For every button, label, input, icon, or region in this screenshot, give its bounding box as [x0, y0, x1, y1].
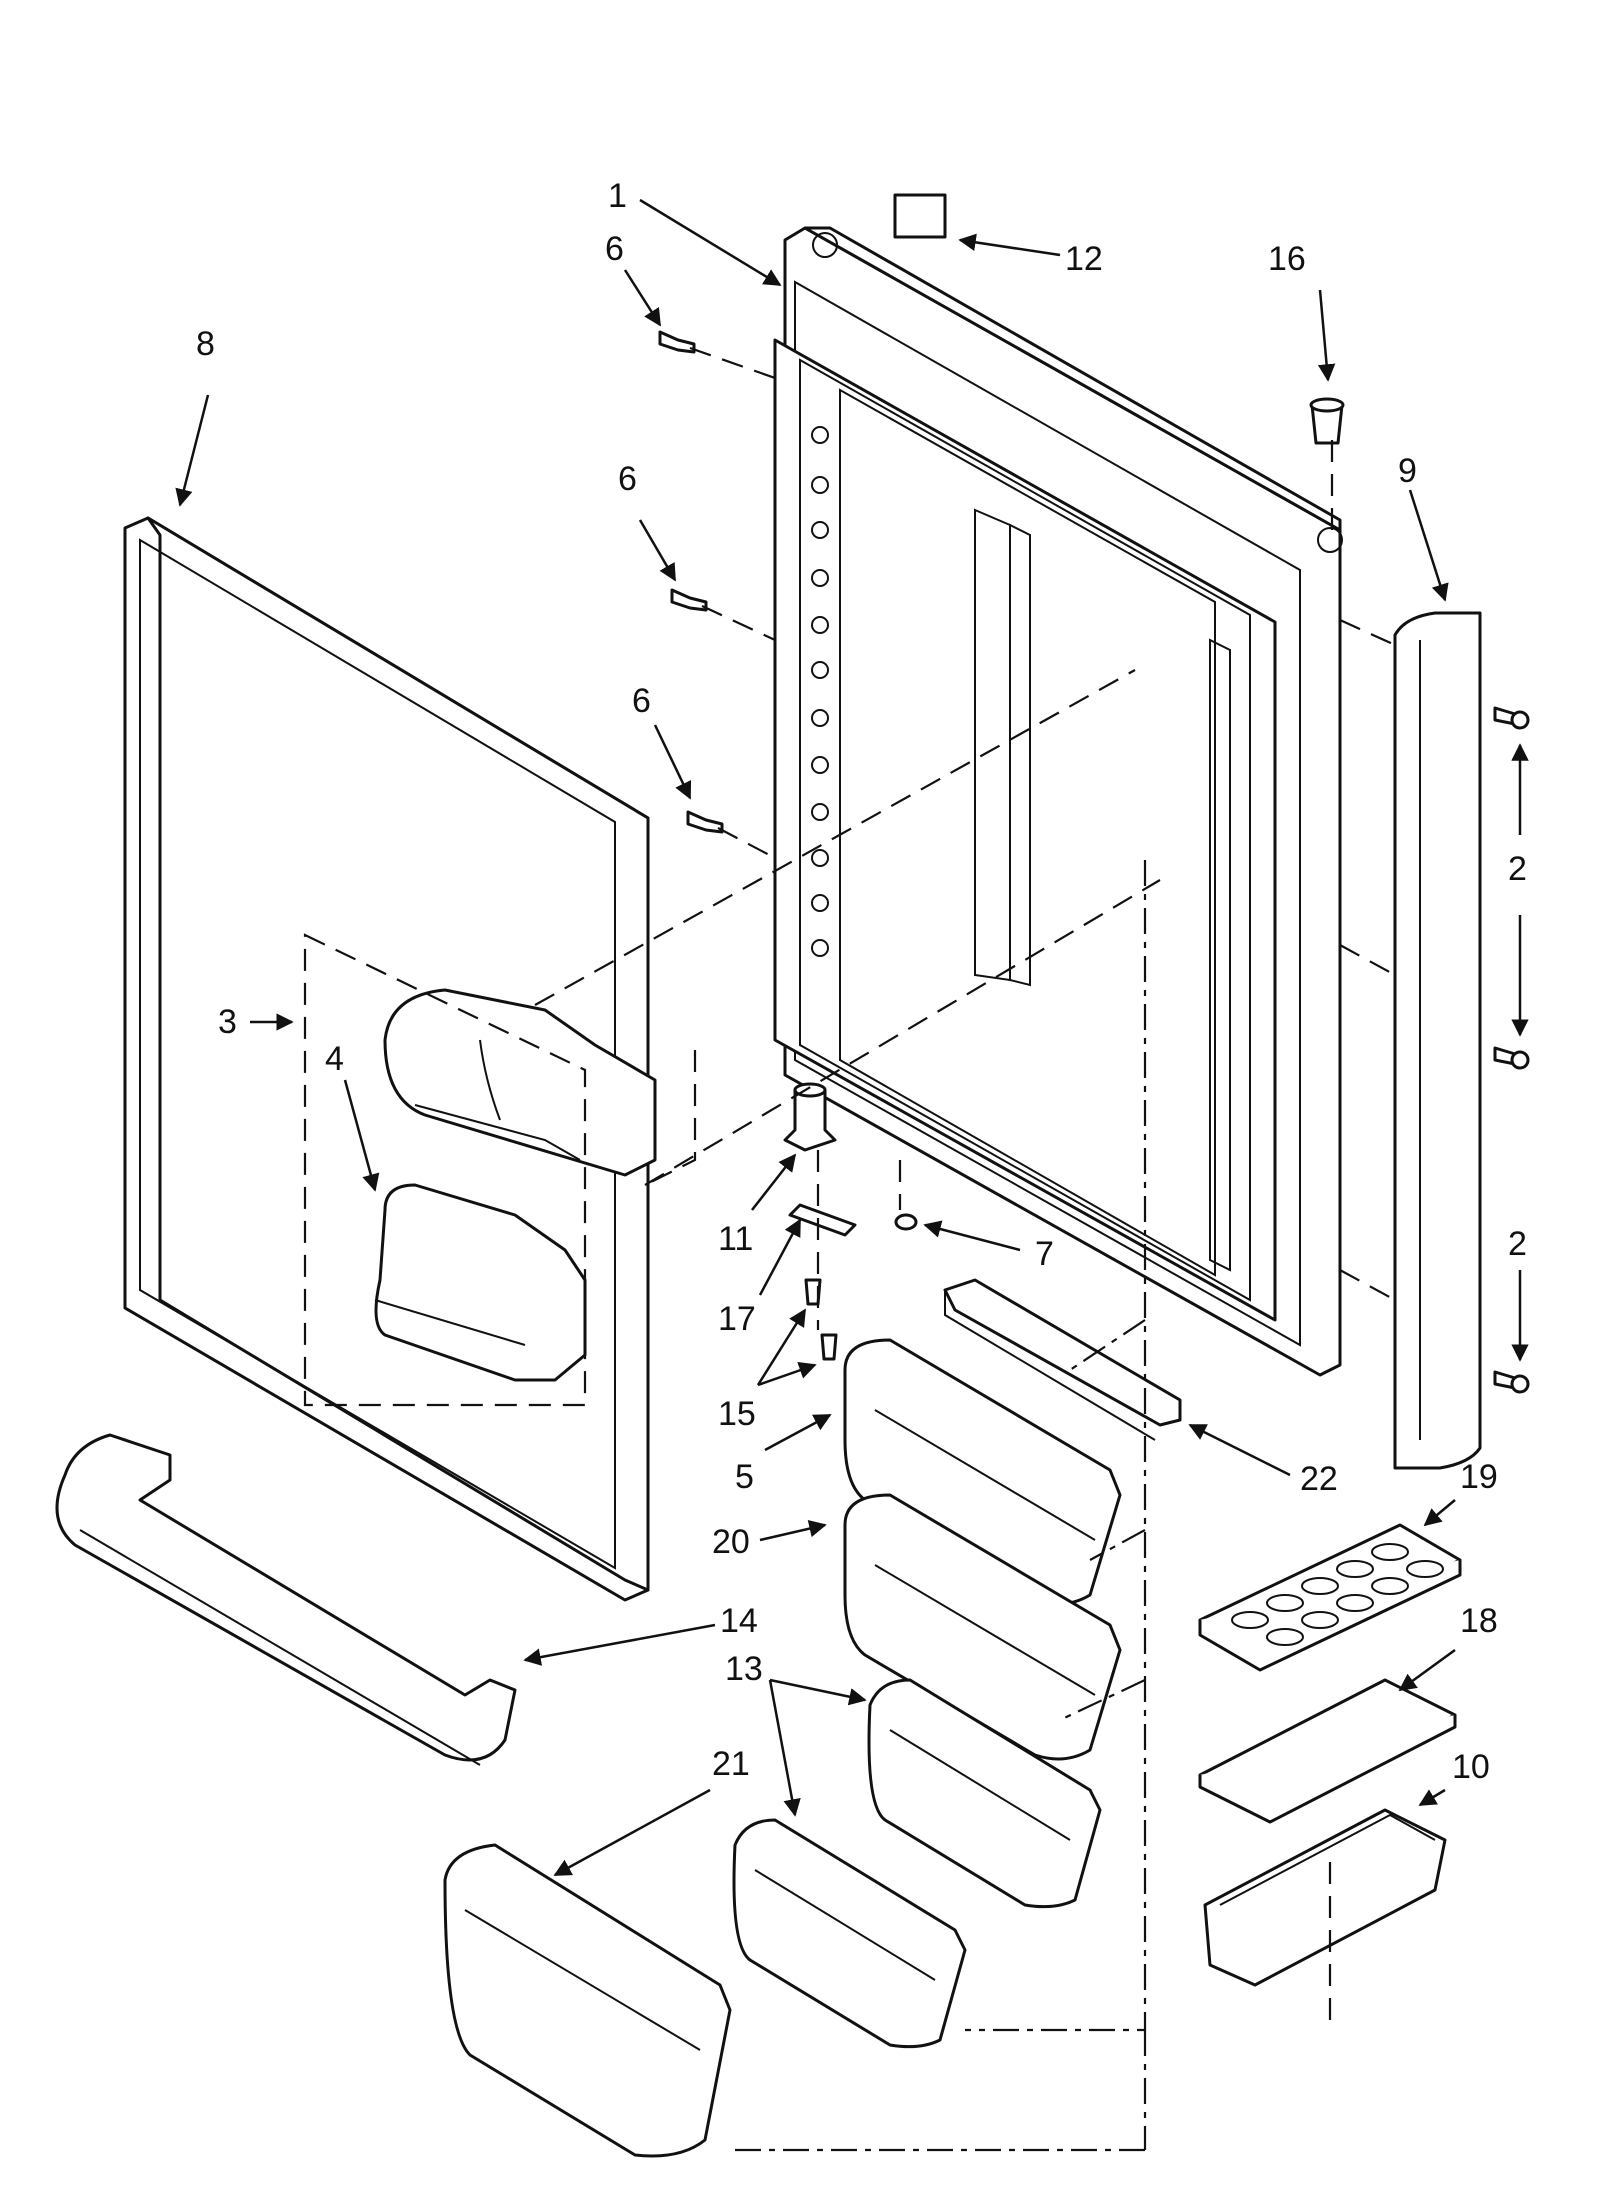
bin-part-13-upper	[867, 1678, 1102, 1909]
lid-part-18	[1198, 1678, 1457, 1824]
callout-15: 15	[718, 1395, 756, 1433]
door-frame-part-1	[773, 226, 1343, 1377]
hinge-part-11	[783, 1082, 837, 1152]
callout-20: 20	[712, 1523, 750, 1561]
callout-7: 7	[1035, 1235, 1054, 1273]
bin-part-21	[443, 1843, 732, 2158]
screw-part-6-top	[658, 330, 696, 354]
hinge-bushing-part-16	[1309, 397, 1345, 445]
screw-part-2-middle	[1493, 1046, 1530, 1070]
callout-14: 14	[720, 1602, 758, 1640]
callout-13: 13	[725, 1650, 763, 1688]
rail-part-22	[943, 1278, 1182, 1441]
bin-part-20	[843, 1493, 1122, 1761]
callout-16: 16	[1268, 240, 1306, 278]
egg-tray-part-19	[1198, 1523, 1462, 1672]
callout-22: 22	[1300, 1460, 1338, 1498]
callout-1: 1	[608, 177, 627, 215]
shelf-pegs	[811, 426, 829, 957]
callout-11: 11	[718, 1220, 753, 1258]
callout-8: 8	[196, 325, 215, 363]
callouts: 1 12 6 16 8 6 9 6 2 3 4 2 11 7 17 15 22 …	[196, 177, 1527, 1786]
label-part-12	[893, 193, 947, 239]
screw-part-15-b	[820, 1333, 838, 1361]
handle-trim-part-9	[1393, 611, 1482, 1470]
callout-6-middle: 6	[618, 460, 637, 498]
bracket-part-17	[788, 1203, 857, 1237]
plug-part-7	[894, 1213, 918, 1231]
callout-17: 17	[718, 1300, 756, 1338]
callout-4: 4	[325, 1040, 344, 1078]
callout-21: 21	[712, 1745, 750, 1783]
callout-12: 12	[1065, 240, 1103, 278]
callout-6-bottom: 6	[632, 682, 651, 720]
callout-6-top: 6	[605, 230, 624, 268]
screw-part-2-top	[1493, 706, 1530, 730]
dispenser-housing-part-3	[383, 988, 657, 1177]
screw-part-6-middle	[670, 588, 708, 612]
callout-10: 10	[1452, 1748, 1490, 1786]
bin-part-10	[1203, 1808, 1447, 1987]
callout-2-bottom: 2	[1508, 1225, 1527, 1263]
callout-2-top: 2	[1508, 850, 1527, 888]
callout-5: 5	[735, 1458, 754, 1496]
leader-arrows	[175, 198, 1529, 1877]
callout-9: 9	[1398, 452, 1417, 490]
assembly-lines	[303, 346, 1396, 2152]
callout-3: 3	[218, 1003, 237, 1041]
screw-part-2-bottom	[1493, 1370, 1530, 1394]
callout-19: 19	[1460, 1458, 1498, 1496]
callout-18: 18	[1460, 1602, 1498, 1640]
bin-part-14	[55, 1433, 517, 1766]
screw-part-6-bottom	[686, 810, 724, 834]
bin-part-13-lower	[732, 1818, 967, 2049]
